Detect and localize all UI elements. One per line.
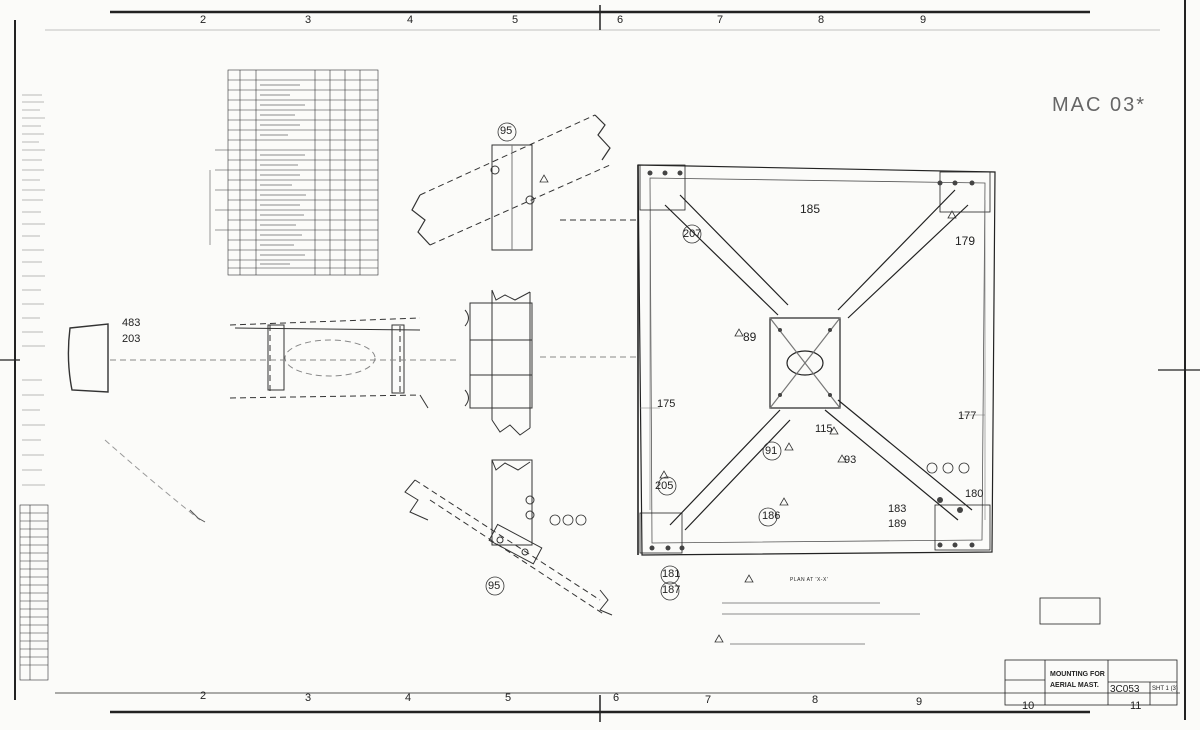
zone-number: 8 [818,14,825,26]
part-label: 89 [743,330,757,344]
elevation-view-middle [464,289,640,436]
part-label: 95 [488,580,501,592]
part-label: 175 [657,398,676,410]
side-view-mast-base [67,317,460,523]
section-view-top [411,114,640,251]
drawing-number-stamp: MAC 03* [1052,94,1147,116]
section-view-bottom [404,459,613,616]
plan-view-frame [637,164,996,556]
part-label: 95 [500,125,513,137]
zone-number: 6 [613,692,620,704]
part-label: 180 [965,488,984,500]
view-title: PLAN AT 'X-X' [790,577,829,583]
zone-number: 2 [200,14,207,26]
part-label: 189 [888,518,907,530]
item-balloons [485,122,970,601]
part-label: 179 [955,234,976,248]
parts-list-table [227,69,379,276]
part-label: 207 [683,228,702,240]
zone-number: 7 [705,694,712,706]
drawing-title-line1: MOUNTING FOR [1050,671,1105,678]
zone-number: 6 [617,14,624,26]
part-label: 115 [815,423,833,435]
part-label: 203 [122,333,141,345]
parts-list-callouts [209,149,228,245]
part-label: 91 [765,445,778,457]
zone-number: 9 [916,696,923,708]
part-label: 183 [888,503,907,515]
zone-number: 4 [407,14,414,26]
zone-number: 9 [920,14,927,26]
part-label: 483 [122,317,141,329]
drawing-title-line2: AERIAL MAST. [1050,682,1099,689]
part-label: 177 [958,410,977,422]
zone-number: 3 [305,692,312,704]
zone-number: 5 [505,692,512,704]
weld-symbols [539,174,957,643]
zone-number: 10 [1022,700,1035,712]
left-margin-notes [22,94,45,486]
zone-number: 3 [305,14,312,26]
part-label: 93 [844,454,857,466]
part-label: 187 [662,584,681,596]
zone-number: 8 [812,694,819,706]
zone-number: 2 [200,690,207,702]
title-block [1004,597,1178,706]
zone-number: 4 [405,692,412,704]
part-label: 205 [655,480,674,492]
zone-number: 7 [717,14,724,26]
sheet-number: SHT 1 (3) [1152,686,1178,692]
zone-number: 5 [512,14,519,26]
zone-number: 11 [1130,700,1142,712]
part-label: 186 [762,510,781,522]
general-notes [722,602,920,645]
revision-table [19,504,49,681]
part-label: 181 [662,568,681,580]
drawing-number: 3C053 [1110,684,1140,695]
part-label: 185 [800,202,821,216]
